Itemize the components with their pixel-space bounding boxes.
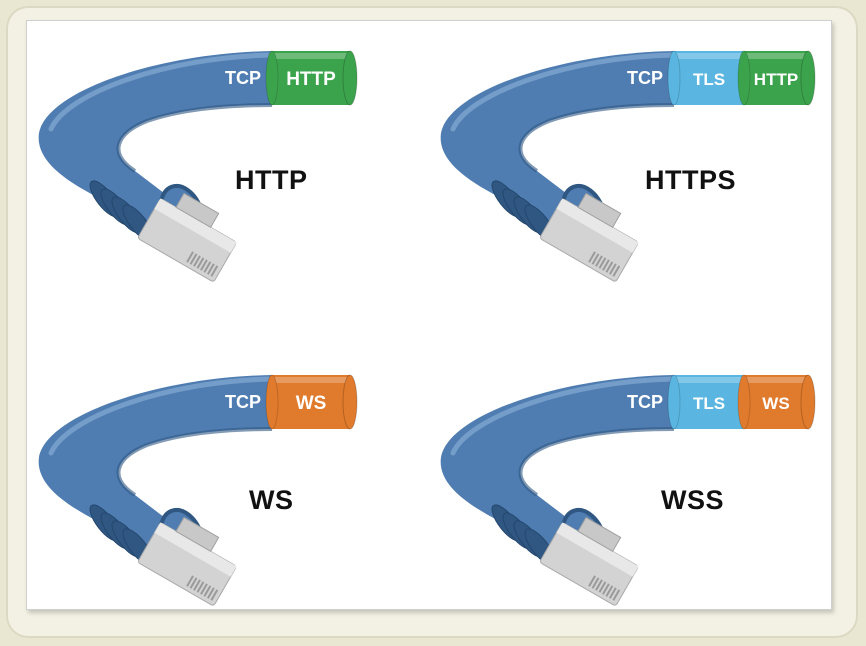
rj45-plug (138, 516, 237, 606)
segment-label: WS (296, 393, 327, 414)
cable-illustration: TCP HTTP (38, 50, 358, 282)
cable-illustration: TCP WS (38, 374, 358, 606)
cable-shadow (116, 103, 273, 173)
rj45-plug (138, 192, 237, 282)
segment-label: WS (762, 394, 789, 413)
diagram-panel: TCP HTTP HTTP TCP TLS HTTP HTTPS TCP WS WS T… (26, 20, 832, 610)
segment-label: TLS (693, 70, 725, 89)
rj45-plug (540, 516, 639, 606)
segment-label: HTTP (286, 69, 336, 90)
cable-illustration: TCP TLS WS (440, 374, 816, 606)
segment-label: TCP (225, 68, 261, 88)
cable-shadow (518, 427, 675, 497)
connection-label: HTTP (235, 165, 308, 195)
cable-group: TCP WS (38, 374, 358, 606)
segment-tls (674, 51, 744, 105)
segment-http (744, 51, 808, 105)
connection-label: WSS (661, 485, 725, 515)
segment-tls (674, 375, 744, 429)
cable-group: TCP HTTP (38, 50, 358, 282)
connection-wss: TCP TLS WS WSS (429, 315, 831, 609)
connection-http: TCP HTTP HTTP (27, 21, 429, 315)
segment-http (272, 51, 350, 105)
cable-highlight (48, 376, 275, 456)
cable-highlight (450, 376, 677, 456)
rj45-plug (540, 192, 639, 282)
segment-label: HTTP (754, 70, 798, 89)
segment-label: TCP (627, 392, 663, 412)
segment-ws (744, 375, 808, 429)
cable-shadow (116, 427, 273, 497)
segment-label: TCP (225, 392, 261, 412)
segment-label: TLS (693, 394, 725, 413)
cable-highlight (450, 52, 677, 132)
cable-highlight (48, 52, 275, 132)
connection-label: WS (249, 485, 294, 515)
segment-ws (272, 375, 350, 429)
cable-illustration: TCP TLS HTTP (440, 50, 816, 282)
cable-group: TCP TLS WS (440, 374, 816, 606)
segment-label: TCP (627, 68, 663, 88)
connection-https: TCP TLS HTTP HTTPS (429, 21, 831, 315)
connection-ws: TCP WS WS (27, 315, 429, 609)
cable-shadow (518, 103, 675, 173)
cable-group: TCP TLS HTTP (440, 50, 816, 282)
connection-label: HTTPS (645, 165, 737, 195)
